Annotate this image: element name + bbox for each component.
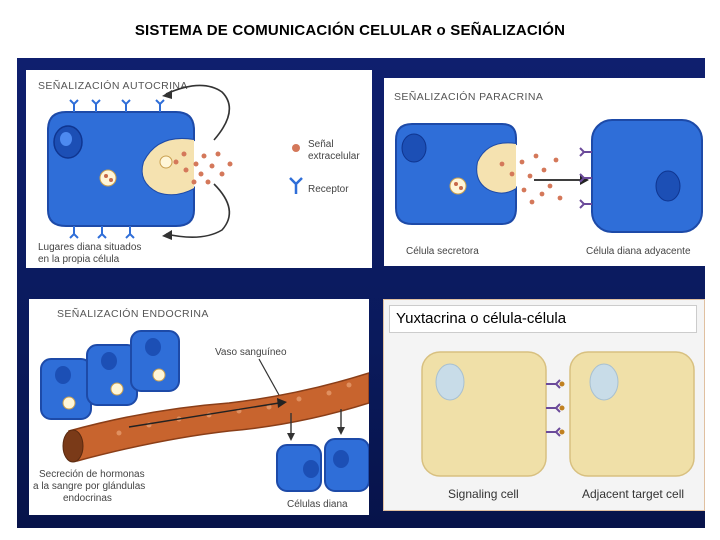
juxtacrine-panel: Signaling cell Adjacent target cell [383, 299, 705, 511]
juxtacrine-heading: Yuxtacrina o célula-célula [389, 305, 697, 333]
vesicle [99, 169, 117, 187]
autocrine-caption-line1: Lugares diana situados [38, 242, 141, 253]
adjacent-cell-label: Adjacent target cell [582, 487, 684, 501]
endocrine-heading: SEÑALIZACIÓN ENDOCRINA [57, 307, 209, 320]
secretory-label: Célula secretora [406, 246, 479, 257]
autocrine-panel: SEÑALIZACIÓN AUTOCRINA Señal ex [26, 70, 372, 268]
endocrine-target-cells [276, 438, 369, 492]
contact-receptors [546, 379, 561, 437]
endocrine-gland-cells [40, 330, 180, 420]
autocrine-diagram: SEÑALIZACIÓN AUTOCRINA Señal ex [38, 79, 360, 265]
paracrine-diagram: SEÑALIZACIÓN PARACRINA Célula secretora … [394, 90, 703, 257]
contact-ligands [559, 381, 565, 435]
endocrine-caption-line3: endocrinas [63, 493, 112, 504]
endocrine-panel: SEÑALIZACIÓN ENDOCRINA Vaso sanguíneo [29, 299, 369, 515]
legend-signal-line2: extracelular [308, 151, 360, 162]
autocrine-heading: SEÑALIZACIÓN AUTOCRINA [38, 79, 188, 92]
vesicle [449, 177, 467, 195]
adjacent-target-cell [569, 351, 695, 477]
signal-particles [173, 151, 233, 185]
endocrine-diagram: SEÑALIZACIÓN ENDOCRINA Vaso sanguíneo [33, 307, 369, 510]
vesicle [159, 155, 173, 169]
vessel-opening [62, 429, 84, 463]
paracrine-signals [499, 153, 563, 205]
blood-vessel [68, 372, 369, 462]
page-title: SISTEMA DE COMUNICACIÓN CELULAR o SEÑALI… [134, 22, 566, 39]
endocrine-caption-line2: a la sangre por glándulas [33, 481, 145, 492]
legend-receptor: Receptor [308, 184, 349, 195]
paracrine-heading: SEÑALIZACIÓN PARACRINA [394, 90, 543, 103]
paracrine-panel: SEÑALIZACIÓN PARACRINA Célula secretora … [384, 78, 705, 266]
secretory-nucleus [401, 133, 427, 163]
target-receptors [579, 147, 592, 209]
vessel-flow-arrow [128, 402, 280, 428]
signaling-nucleus [435, 363, 465, 401]
autocrine-arrow-top [165, 84, 231, 141]
target-nucleus [655, 170, 681, 202]
endocrine-caption-line1: Secreción de hormonas [39, 469, 145, 480]
targets-label: Células diana [287, 499, 348, 510]
receptor-group-top [69, 99, 165, 239]
target-cell [591, 119, 703, 233]
target-label: Célula diana adyacente [586, 246, 691, 257]
receptor-legend-icon [289, 177, 303, 194]
signaling-cell-label: Signaling cell [448, 487, 519, 501]
autocrine-arrow-bottom [165, 183, 231, 238]
autocrine-caption-line2: en la propia célula [38, 254, 120, 265]
target-nucleus [589, 363, 619, 401]
legend-signal-line1: Señal [308, 139, 334, 150]
vessel-label: Vaso sanguíneo [215, 347, 287, 358]
signal-legend-icon [292, 144, 300, 152]
juxtacrine-diagram: Signaling cell Adjacent target cell [421, 351, 695, 501]
